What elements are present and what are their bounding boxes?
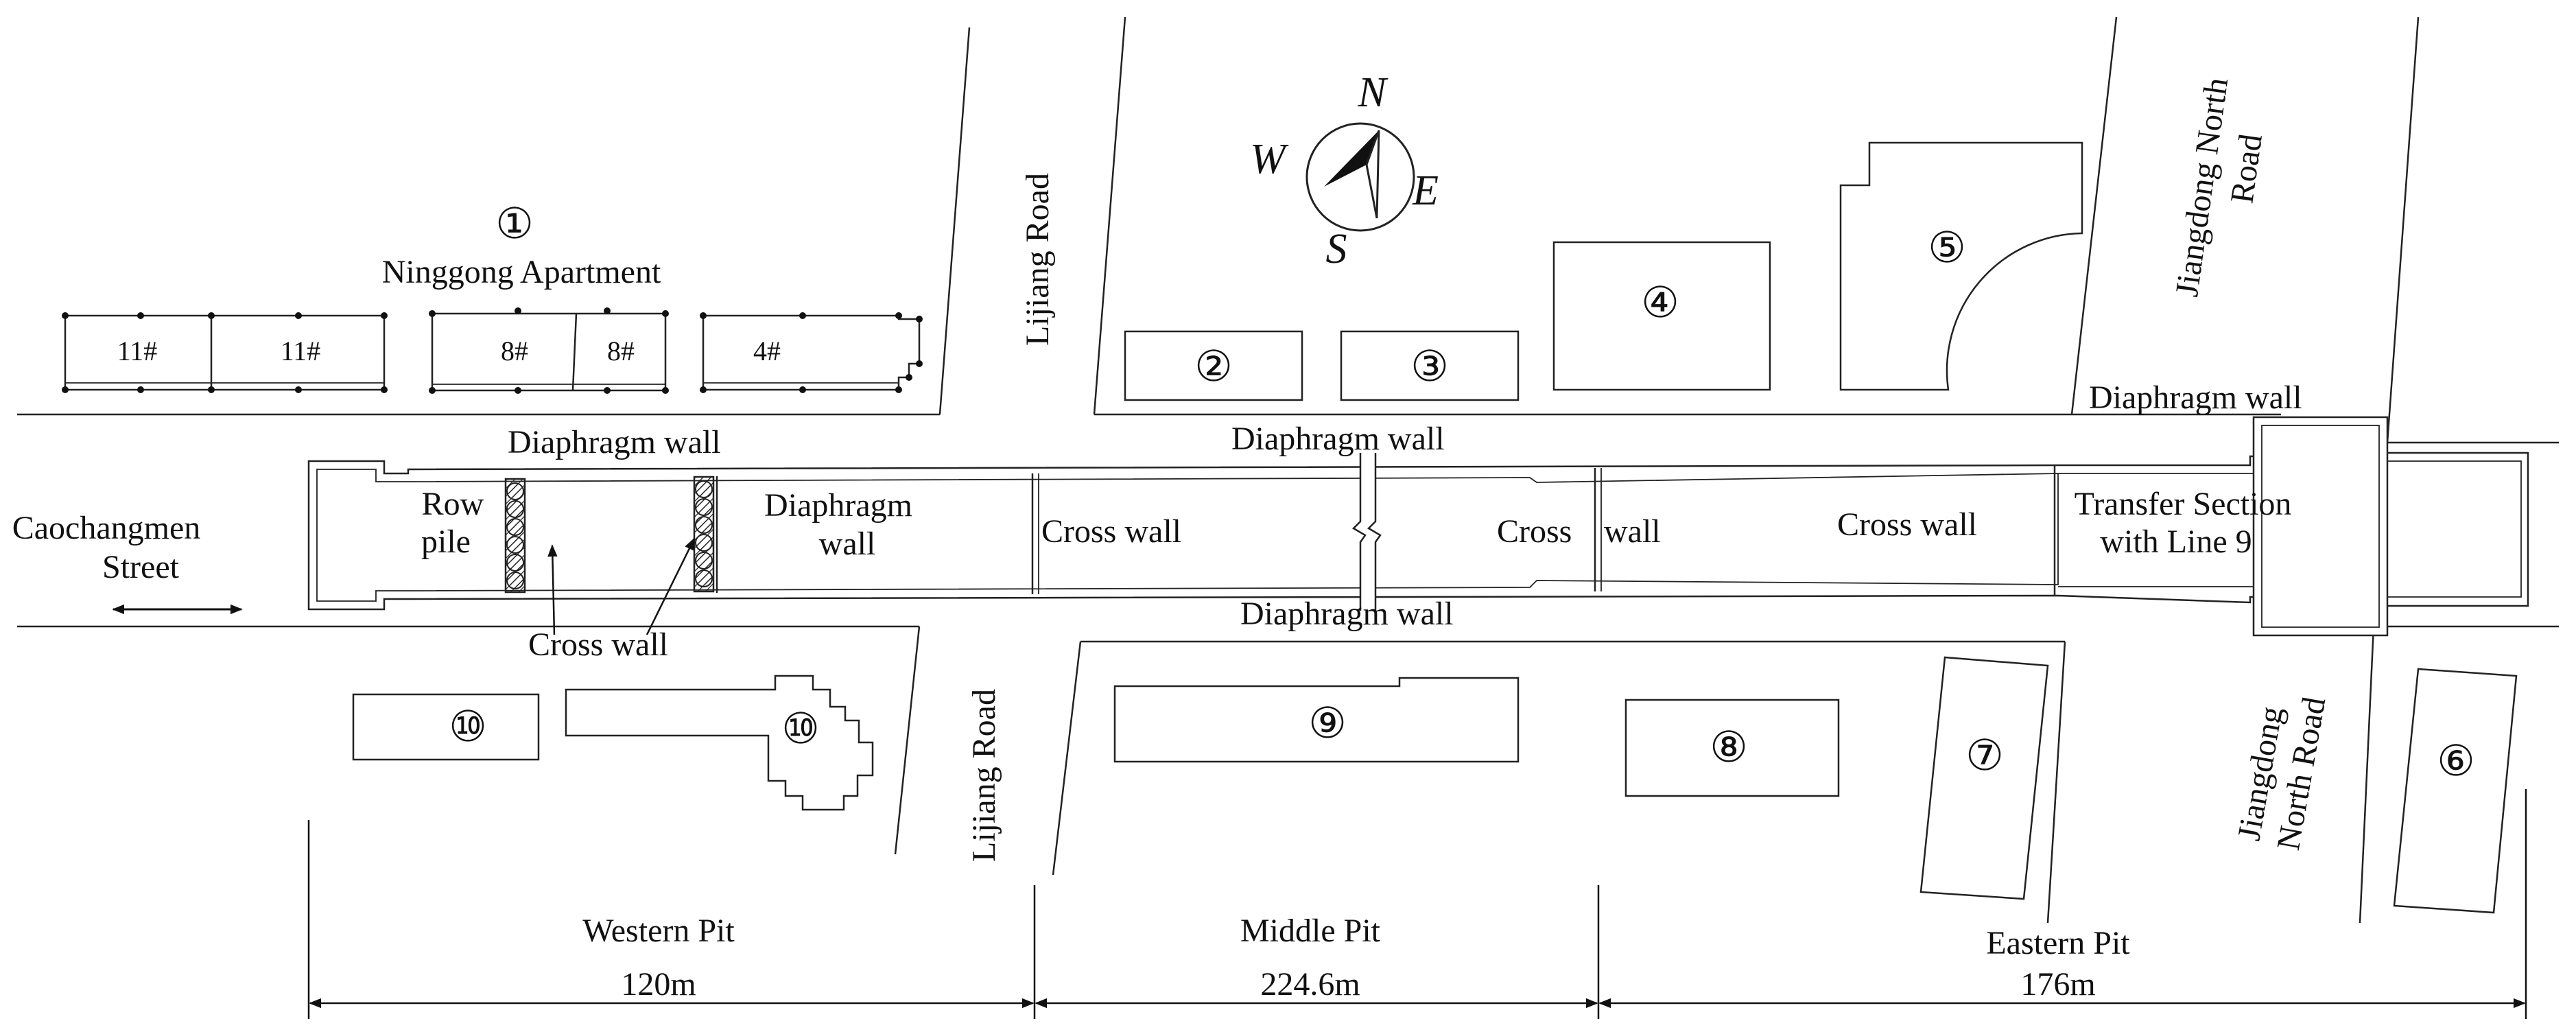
caochangmen-label-1: Caochangmen <box>12 510 201 546</box>
building-7-label: ⑦ <box>1965 733 2004 779</box>
block-11-right-label: 11# <box>281 336 321 366</box>
jiangdong-road-west-edge-south <box>2046 641 2066 924</box>
diaphragm-wall-label-bottom: Diaphragm wall <box>1240 596 1454 632</box>
diaphragm-wall-label-east: Diaphragm wall <box>2089 379 2302 416</box>
building-6 <box>2393 668 2518 914</box>
inner-diaphragm-label-2: wall <box>819 526 876 562</box>
compass-west-label: W <box>1250 136 1289 183</box>
building-6-label: ⑥ <box>2437 738 2475 785</box>
middle-pit-label: Middle Pit <box>1240 913 1381 949</box>
transfer-section-label-1: Transfer Section <box>2075 486 2292 522</box>
block-8-outline <box>431 312 667 392</box>
pit-annotations: Diaphragm wall Diaphragm wall Diaphragm … <box>421 379 2302 663</box>
excavation-pit <box>307 416 2529 637</box>
lijiang-road-west-edge-south <box>894 626 921 855</box>
diaphragm-wall-label-west: Diaphragm wall <box>508 424 721 460</box>
row-pile-east <box>693 476 715 593</box>
cross-wall-label-middle: Cross wall <box>1041 513 1181 550</box>
cross-wall-arrow-2 <box>646 537 696 635</box>
building-10-left <box>352 693 540 761</box>
road-edges <box>17 16 2559 924</box>
jiangdong-road-west-edge-north <box>2070 16 2118 415</box>
pit-dimensions: Western Pit 120m Middle Pit 224.6m Easte… <box>307 789 2527 1019</box>
break-symbol <box>1351 453 1382 611</box>
building-7 <box>1919 656 2049 900</box>
line-9-crossing-inner <box>2261 425 2380 628</box>
east-end-inner-outline <box>2384 460 2522 598</box>
building-10-left-label: ⑩ <box>449 704 487 751</box>
row-pile-label-1: Row <box>422 486 484 522</box>
pit-inner-outline <box>316 469 2059 602</box>
block-8: 8# 8# <box>429 307 669 394</box>
building-8-label: ⑧ <box>1710 725 1748 771</box>
cross-wall-label-east-a: Cross <box>1497 513 1572 550</box>
block-4-outline <box>702 314 921 391</box>
block-11: 11# 11# <box>62 312 388 393</box>
block-4: 4# <box>700 312 923 393</box>
transfer-section-label-2: with Line 9 <box>2100 524 2252 560</box>
building-10-right-label: ⑩ <box>781 706 820 753</box>
building-5 <box>1839 141 2083 391</box>
lijiang-road-east-edge-north <box>1093 16 1126 415</box>
cross-wall-label-east: Cross wall <box>1837 506 1977 543</box>
western-pit-label: Western Pit <box>582 913 735 949</box>
block-8-right-label: 8# <box>607 336 635 366</box>
block-4-label: 4# <box>753 336 781 366</box>
ninggong-apartment-blocks: ① Ninggong Apartment 11# 11# <box>62 201 923 394</box>
lijiang-road-label-north: Lijiang Road <box>1019 173 1056 346</box>
eastern-pit-label: Eastern Pit <box>1986 925 2130 961</box>
block-8-left-label: 8# <box>501 336 528 366</box>
compass-south-label: S <box>1326 226 1347 272</box>
compass-north-label: N <box>1357 69 1389 116</box>
caochangmen-street: Caochangmen Street <box>12 510 243 615</box>
north-buildings: ② ③ ④ ⑤ <box>1124 141 2083 401</box>
block-11-outline <box>64 314 386 391</box>
building-4-label: ④ <box>1641 280 1679 327</box>
north-arrow-icon: N S E W <box>1250 69 1439 272</box>
building-9 <box>1113 677 1520 763</box>
building-10-right <box>565 675 874 811</box>
western-pit-length: 120m <box>621 966 696 1002</box>
apartment-number: ① <box>495 201 534 248</box>
middle-pit-length: 224.6m <box>1260 966 1360 1002</box>
building-2-label: ② <box>1194 344 1233 390</box>
lijiang-road-west-edge-north <box>938 27 971 415</box>
inner-diaphragm-label-1: Diaphragm <box>764 487 912 524</box>
cross-wall-arrow-1 <box>547 544 558 635</box>
block-8-divider <box>571 313 578 391</box>
caochangmen-label-2: Street <box>102 549 180 585</box>
building-5-label: ⑤ <box>1928 225 1966 272</box>
cross-wall-label-east-b: wall <box>1604 513 1661 550</box>
line-9-crossing-box <box>2252 416 2389 637</box>
building-3-label: ③ <box>1410 344 1449 390</box>
lijiang-road-label-south: Lijiang Road <box>966 689 1002 862</box>
block-11-left-label: 11# <box>117 336 158 366</box>
jiangdong-road-east-edge-south <box>2359 626 2375 924</box>
diaphragm-wall-label-middle: Diaphragm wall <box>1231 421 1445 457</box>
row-pile-west <box>504 478 526 594</box>
building-4 <box>1552 241 1771 391</box>
lijiang-road-east-edge-south <box>1052 641 1082 876</box>
jiangdong-road-east-edge-north <box>2386 16 2420 443</box>
building-3 <box>1340 330 1520 401</box>
row-pile-label-2: pile <box>421 524 471 560</box>
south-buildings: ⑩ ⑩ ⑨ ⑧ ⑦ ⑥ <box>352 656 2518 914</box>
cross-wall-label-west: Cross wall <box>528 626 668 663</box>
building-2 <box>1124 330 1303 401</box>
eastern-pit-length: 176m <box>2020 966 2095 1002</box>
jiangdong-road-label-north-2: Road <box>2223 132 2269 206</box>
building-8 <box>1624 699 1840 797</box>
pit-outer-outline <box>307 452 2529 611</box>
apartment-label: Ninggong Apartment <box>382 254 661 290</box>
building-9-label: ⑨ <box>1308 701 1347 747</box>
compass-east-label: E <box>1412 167 1439 214</box>
